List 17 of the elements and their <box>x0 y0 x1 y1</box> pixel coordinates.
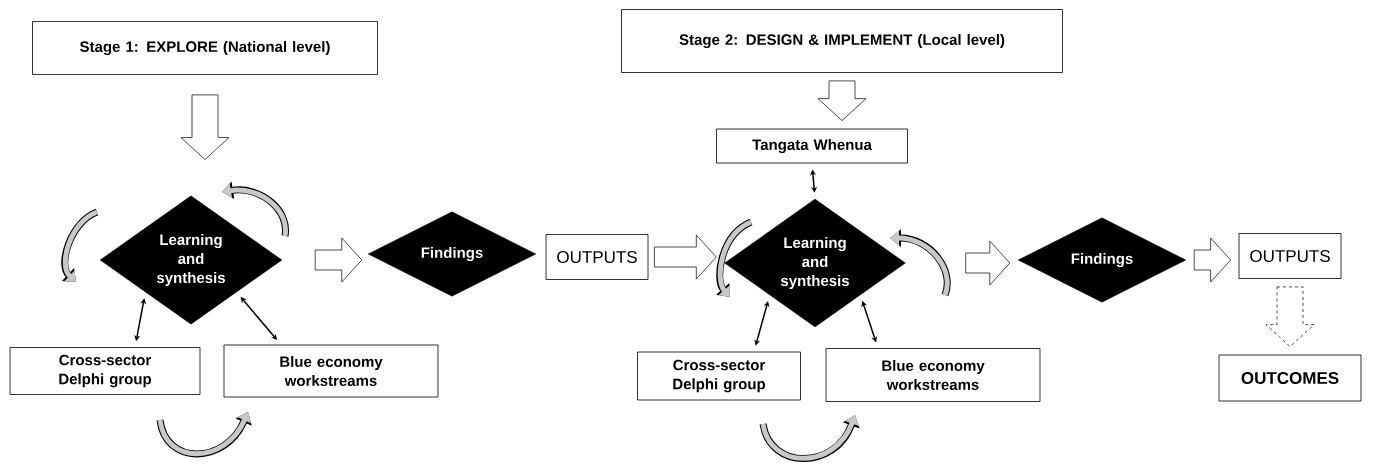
process-box: OUTPUTS <box>1238 233 1342 279</box>
block-arrow <box>654 234 717 280</box>
block-arrow <box>180 94 230 160</box>
process-box: Cross-sector Delphi group <box>637 351 801 401</box>
process-box: Blue economy workstreams <box>825 348 1041 402</box>
block-arrow <box>1193 237 1231 283</box>
block-arrow <box>965 240 1011 286</box>
process-box: Tangata Whenua <box>716 128 908 164</box>
process-box: Stage 1: EXPLORE (National level) <box>32 21 378 75</box>
process-box: Blue economy workstreams <box>223 344 439 398</box>
block-arrow <box>817 80 867 121</box>
process-box: Stage 2: DESIGN & IMPLEMENT (Local level) <box>621 9 1063 73</box>
process-box: OUTCOMES <box>1218 354 1362 402</box>
block-arrow <box>314 237 363 283</box>
block-arrow <box>1265 286 1315 347</box>
process-box: OUTPUTS <box>545 234 649 280</box>
process-box: Cross-sector Delphi group <box>9 347 201 395</box>
